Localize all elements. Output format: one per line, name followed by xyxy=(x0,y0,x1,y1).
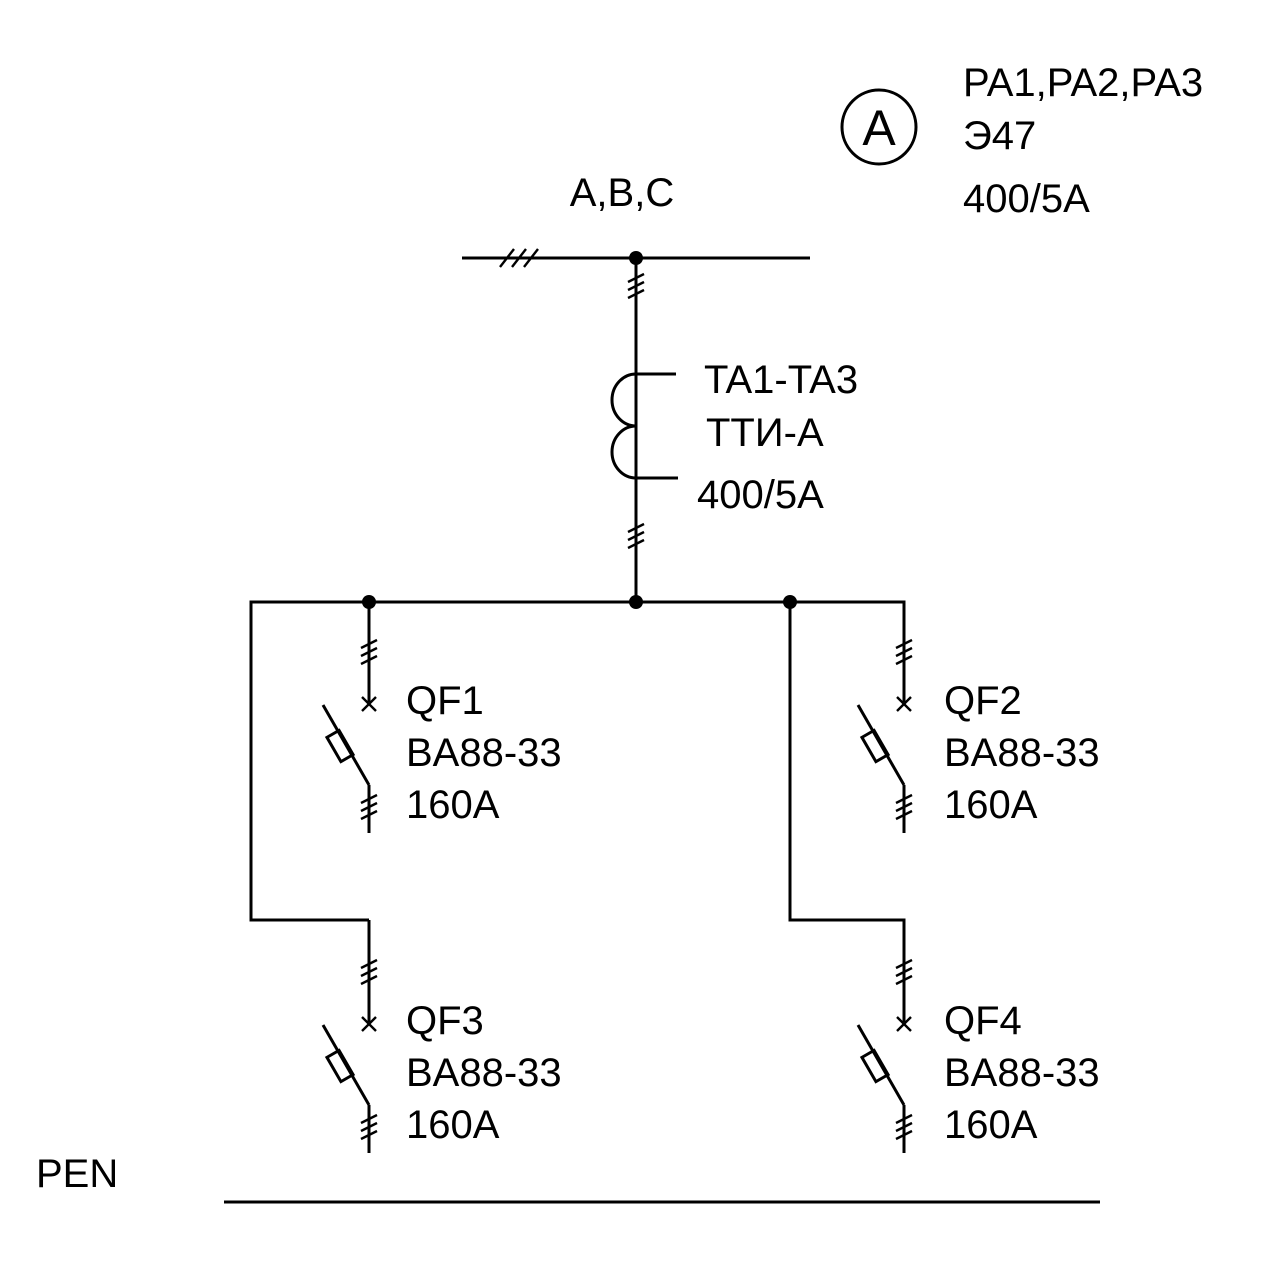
three-phase-ticks-icon xyxy=(895,638,913,666)
breaker-rating: 160A xyxy=(944,783,1038,827)
three-phase-ticks-icon xyxy=(895,793,913,821)
breaker-cross-icon xyxy=(896,696,912,712)
three-phase-ticks-icon xyxy=(499,248,539,268)
breaker-qf3: QF3 BA88-33 160A xyxy=(321,958,562,1153)
breaker-rating: 160A xyxy=(406,1103,500,1147)
ct-type: ТТИ-А xyxy=(706,411,824,455)
ct-ratio: 400/5A xyxy=(697,473,824,517)
breaker-cross-icon xyxy=(896,1016,912,1032)
breaker-type: BA88-33 xyxy=(406,731,562,775)
three-phase-ticks-icon xyxy=(627,522,645,550)
three-phase-ticks-icon xyxy=(360,793,378,821)
breaker-type: BA88-33 xyxy=(406,1051,562,1095)
busbar-junction-dot xyxy=(362,595,376,609)
breaker-rating: 160A xyxy=(406,783,500,827)
breaker-designation: QF3 xyxy=(406,999,484,1043)
three-phase-ticks-icon xyxy=(895,958,913,986)
breaker-contact-icon xyxy=(856,1024,906,1106)
three-phase-ticks-icon xyxy=(895,1113,913,1141)
three-phase-ticks-icon xyxy=(627,272,645,300)
bus-phases-label: A,B,C xyxy=(570,171,674,215)
busbar-junction-dot xyxy=(783,595,797,609)
ammeter-block: A PA1,PA2,PA3 Э47 400/5A xyxy=(840,61,1203,221)
three-phase-ticks-icon xyxy=(360,958,378,986)
breaker-qf1: QF1 BA88-33 160A xyxy=(321,638,562,833)
breaker-designation: QF2 xyxy=(944,679,1022,723)
breaker-qf2: QF2 BA88-33 160A xyxy=(856,638,1100,833)
breaker-type: BA88-33 xyxy=(944,731,1100,775)
ammeter-symbol: A xyxy=(862,100,896,156)
riser-feeder: TA1-TA3 ТТИ-А 400/5A xyxy=(610,258,858,602)
ct-designation: TA1-TA3 xyxy=(704,358,858,402)
pen-conductor: PEN xyxy=(36,1152,1100,1204)
breaker-type: BA88-33 xyxy=(944,1051,1100,1095)
ammeter-type: Э47 xyxy=(963,114,1036,158)
breaker-contact-icon xyxy=(321,1024,371,1106)
breaker-cross-icon xyxy=(361,1016,377,1032)
left-busbar-loop xyxy=(249,600,906,922)
ammeter-ratio: 400/5A xyxy=(963,177,1090,221)
pen-label: PEN xyxy=(36,1152,118,1196)
ammeter-icon xyxy=(840,88,918,166)
breaker-rating: 160A xyxy=(944,1103,1038,1147)
three-phase-ticks-icon xyxy=(360,1113,378,1141)
breaker-cross-icon xyxy=(361,696,377,712)
breaker-designation: QF4 xyxy=(944,999,1022,1043)
breaker-contact-icon xyxy=(321,704,371,786)
busbar-junction-dot xyxy=(629,595,643,609)
breaker-designation: QF1 xyxy=(406,679,484,723)
current-transformer-icon xyxy=(610,372,678,480)
right-busbar-loop xyxy=(788,602,906,1022)
incoming-bus: A,B,C xyxy=(462,171,810,268)
distribution-busbar xyxy=(249,595,906,1022)
breaker-qf4: QF4 BA88-33 160A xyxy=(856,958,1100,1153)
breaker-contact-icon xyxy=(856,704,906,786)
ammeter-designation: PA1,PA2,PA3 xyxy=(963,61,1203,105)
three-phase-ticks-icon xyxy=(360,638,378,666)
